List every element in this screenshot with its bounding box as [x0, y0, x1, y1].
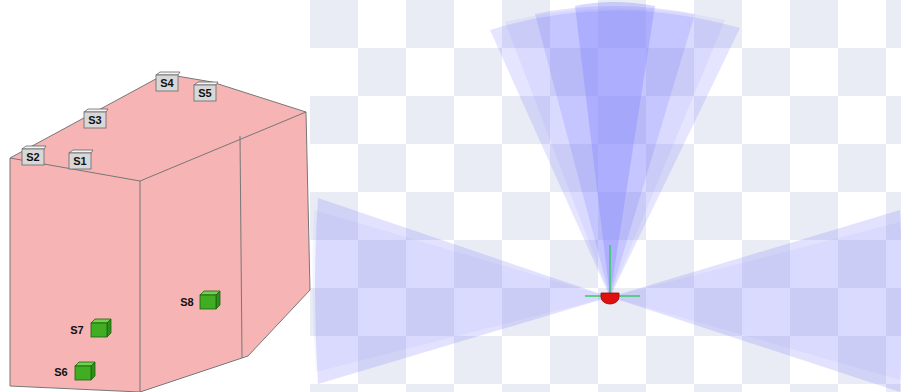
- sensor-label: S1: [73, 155, 86, 167]
- checker-ground: [310, 0, 901, 392]
- sensor-label: S6: [54, 366, 67, 378]
- sensor-label: S7: [70, 324, 83, 336]
- ultrasonic-sensors: [22, 72, 218, 169]
- sensor-label: S2: [26, 151, 39, 163]
- robot: [601, 293, 619, 304]
- coverage-view: [310, 0, 901, 392]
- ir-sensors: [75, 291, 220, 380]
- sensor-cones: [312, 2, 901, 392]
- sensor-label: S4: [160, 77, 173, 89]
- sensor-label: S3: [88, 114, 101, 126]
- robot-body: [10, 74, 310, 392]
- sensor-label: S5: [198, 87, 211, 99]
- robot-axes: [585, 245, 640, 296]
- sensor-label: S8: [180, 296, 193, 308]
